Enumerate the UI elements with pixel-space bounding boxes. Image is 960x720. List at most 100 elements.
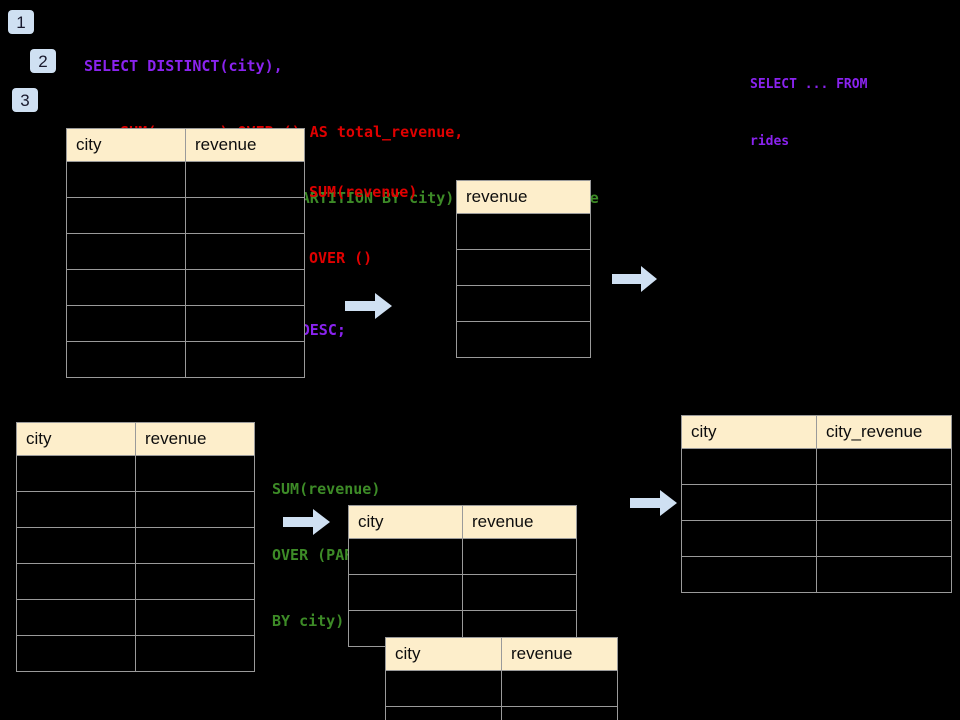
cell-revenue <box>185 341 305 378</box>
column-header-city: city <box>348 505 463 539</box>
cell-city <box>66 305 186 342</box>
cell-revenue <box>456 249 591 286</box>
table-row <box>681 556 952 593</box>
rides-source-table-partitioned: city revenue <box>16 422 255 672</box>
cell-revenue <box>462 574 577 611</box>
table-header-row: city revenue <box>385 637 618 671</box>
table-row <box>16 563 255 600</box>
step-badge-2[interactable]: 2 <box>30 49 56 73</box>
table-row <box>348 574 577 611</box>
cell-city <box>16 563 136 600</box>
cell-revenue <box>501 670 618 707</box>
cell-city <box>66 269 186 306</box>
cell-city-revenue <box>816 556 952 593</box>
rides-source-table: city revenue <box>66 128 305 378</box>
annotation-sum-over-empty: SUM(revenue) OVER () <box>309 137 417 313</box>
table-row <box>66 233 305 270</box>
cell-revenue <box>135 635 255 672</box>
table-row <box>16 527 255 564</box>
table-header-row: city revenue <box>66 128 305 162</box>
column-header-revenue: revenue <box>501 637 618 671</box>
annotation-total-line-2: OVER () <box>309 249 373 267</box>
arrow-source-to-partition <box>283 508 331 536</box>
cell-revenue <box>185 233 305 270</box>
cell-revenue <box>185 305 305 342</box>
table-row <box>348 538 577 575</box>
arrow-total-to-result <box>612 265 658 293</box>
cell-revenue <box>135 455 255 492</box>
cell-city <box>348 538 463 575</box>
step-badge-1[interactable]: 1 <box>8 10 34 34</box>
cell-city <box>66 341 186 378</box>
column-header-city: city <box>16 422 136 456</box>
table-row <box>681 520 952 557</box>
arrow-partition-to-result <box>630 489 678 517</box>
annotation-partition-line-3: BY city) <box>272 612 345 630</box>
table-row <box>66 161 305 198</box>
table-row <box>681 484 952 521</box>
cell-revenue <box>185 161 305 198</box>
cell-city-revenue <box>816 484 952 521</box>
cell-revenue <box>456 321 591 358</box>
side-note-line-2: rides <box>750 134 790 149</box>
column-header-revenue: revenue <box>185 128 305 162</box>
cell-revenue <box>456 285 591 322</box>
cell-city <box>385 670 502 707</box>
table-row <box>681 448 952 485</box>
cell-city <box>66 233 186 270</box>
cell-city <box>385 706 502 720</box>
table-row <box>385 706 618 720</box>
table-row <box>16 491 255 528</box>
table-row <box>16 599 255 636</box>
cell-city <box>681 448 817 485</box>
cell-city <box>16 599 136 636</box>
table-header-row: city revenue <box>16 422 255 456</box>
cell-city <box>16 635 136 672</box>
table-row <box>456 213 591 250</box>
cell-revenue <box>456 213 591 250</box>
table-row <box>66 269 305 306</box>
cell-city <box>16 455 136 492</box>
table-header-row: city city_revenue <box>681 415 952 449</box>
cell-city-revenue <box>816 520 952 557</box>
table-row <box>66 197 305 234</box>
cell-revenue <box>462 538 577 575</box>
cell-city-revenue <box>816 448 952 485</box>
total-revenue-table: revenue <box>456 180 591 358</box>
table-row <box>16 455 255 492</box>
table-row <box>16 635 255 672</box>
cell-revenue <box>135 527 255 564</box>
cell-city <box>681 556 817 593</box>
step-badge-3[interactable]: 3 <box>12 88 38 112</box>
city-revenue-result-table: city city_revenue <box>681 415 952 593</box>
table-row <box>456 321 591 358</box>
partition-group-b-table: city revenue <box>385 637 618 720</box>
cell-city <box>681 520 817 557</box>
cell-revenue <box>135 599 255 636</box>
cell-city <box>16 491 136 528</box>
cell-revenue <box>185 197 305 234</box>
annotation-partition-line-1: SUM(revenue) <box>272 480 381 498</box>
annotation-total-line-1: SUM(revenue) <box>309 183 418 201</box>
cell-revenue <box>135 491 255 528</box>
cell-revenue <box>501 706 618 720</box>
table-row <box>456 249 591 286</box>
column-header-city-revenue: city_revenue <box>816 415 952 449</box>
table-row <box>456 285 591 322</box>
partition-group-a-table: city revenue <box>348 505 577 647</box>
arrow-source-to-total <box>345 292 393 320</box>
table-row <box>66 305 305 342</box>
cell-revenue <box>135 563 255 600</box>
cell-city <box>66 197 186 234</box>
table-row <box>385 670 618 707</box>
table-header-row: revenue <box>456 180 591 214</box>
cell-revenue <box>185 269 305 306</box>
cell-city <box>681 484 817 521</box>
cell-city <box>66 161 186 198</box>
column-header-revenue: revenue <box>456 180 591 214</box>
column-header-city: city <box>385 637 502 671</box>
sql-line-select: SELECT DISTINCT(city), <box>84 57 283 75</box>
column-header-city: city <box>66 128 186 162</box>
cell-city <box>16 527 136 564</box>
